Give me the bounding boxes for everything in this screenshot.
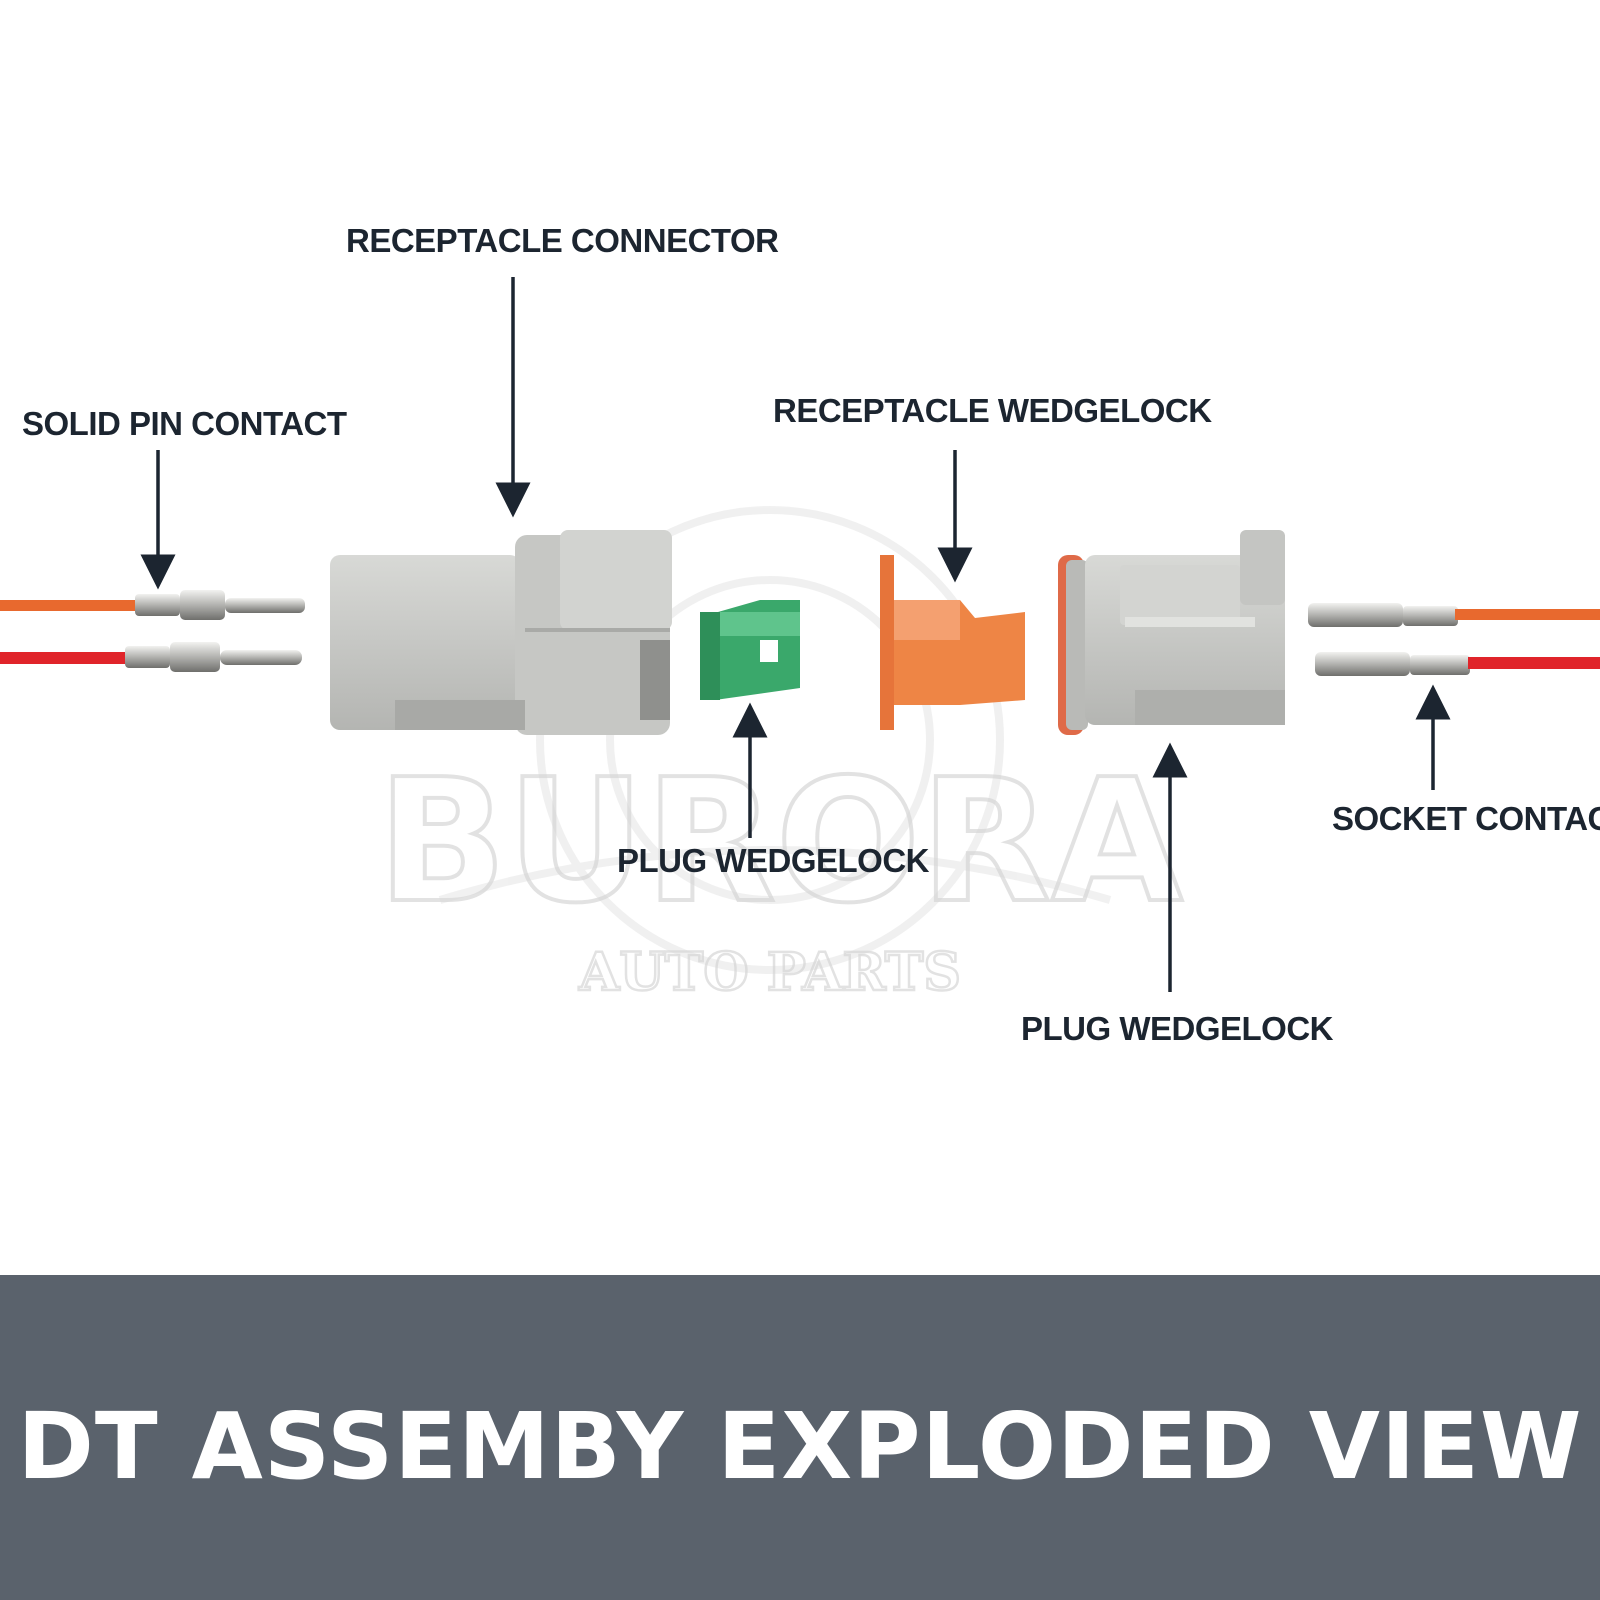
plug-wedgelock-green — [700, 600, 800, 700]
title-banner: DT ASSEMBY EXPLODED VIEW — [0, 1275, 1600, 1600]
label-socket-contact: SOCKET CONTACT — [1332, 800, 1600, 837]
label-solid-pin-contact: SOLID PIN CONTACT — [22, 405, 347, 442]
banner-title: DT ASSEMBY EXPLODED VIEW — [17, 1393, 1583, 1500]
pin-contact-bottom — [125, 642, 302, 672]
socket-contact-pair — [1308, 603, 1600, 676]
label-plug-wedgelock-right: PLUG WEDGELOCK — [1021, 1010, 1334, 1047]
pin-contact-top — [135, 590, 305, 620]
orange-wire-left — [0, 600, 140, 611]
receptacle-wedgelock-orange — [880, 555, 1025, 730]
label-receptacle-connector: RECEPTACLE CONNECTOR — [346, 222, 779, 259]
label-plug-wedgelock-left: PLUG WEDGELOCK — [617, 842, 930, 879]
socket-contact-top — [1308, 603, 1458, 627]
watermark-tagline-text: AUTO PARTS — [578, 942, 961, 1003]
red-wire-right — [1468, 657, 1600, 669]
socket-contact-bottom — [1315, 652, 1470, 676]
label-receptacle-wedgelock: RECEPTACLE WEDGELOCK — [773, 392, 1212, 429]
exploded-view-diagram: BURORA AUTO PARTS — [0, 277, 1600, 1004]
receptacle-connector-housing — [330, 530, 672, 735]
solid-pin-contact-pair — [0, 590, 305, 672]
watermark-brand-text: BURORA — [377, 743, 1183, 941]
orange-wire-right — [1455, 609, 1600, 620]
red-wire-left — [0, 652, 130, 664]
brand-watermark — [438, 506, 1112, 974]
plug-connector-housing — [1058, 530, 1285, 735]
